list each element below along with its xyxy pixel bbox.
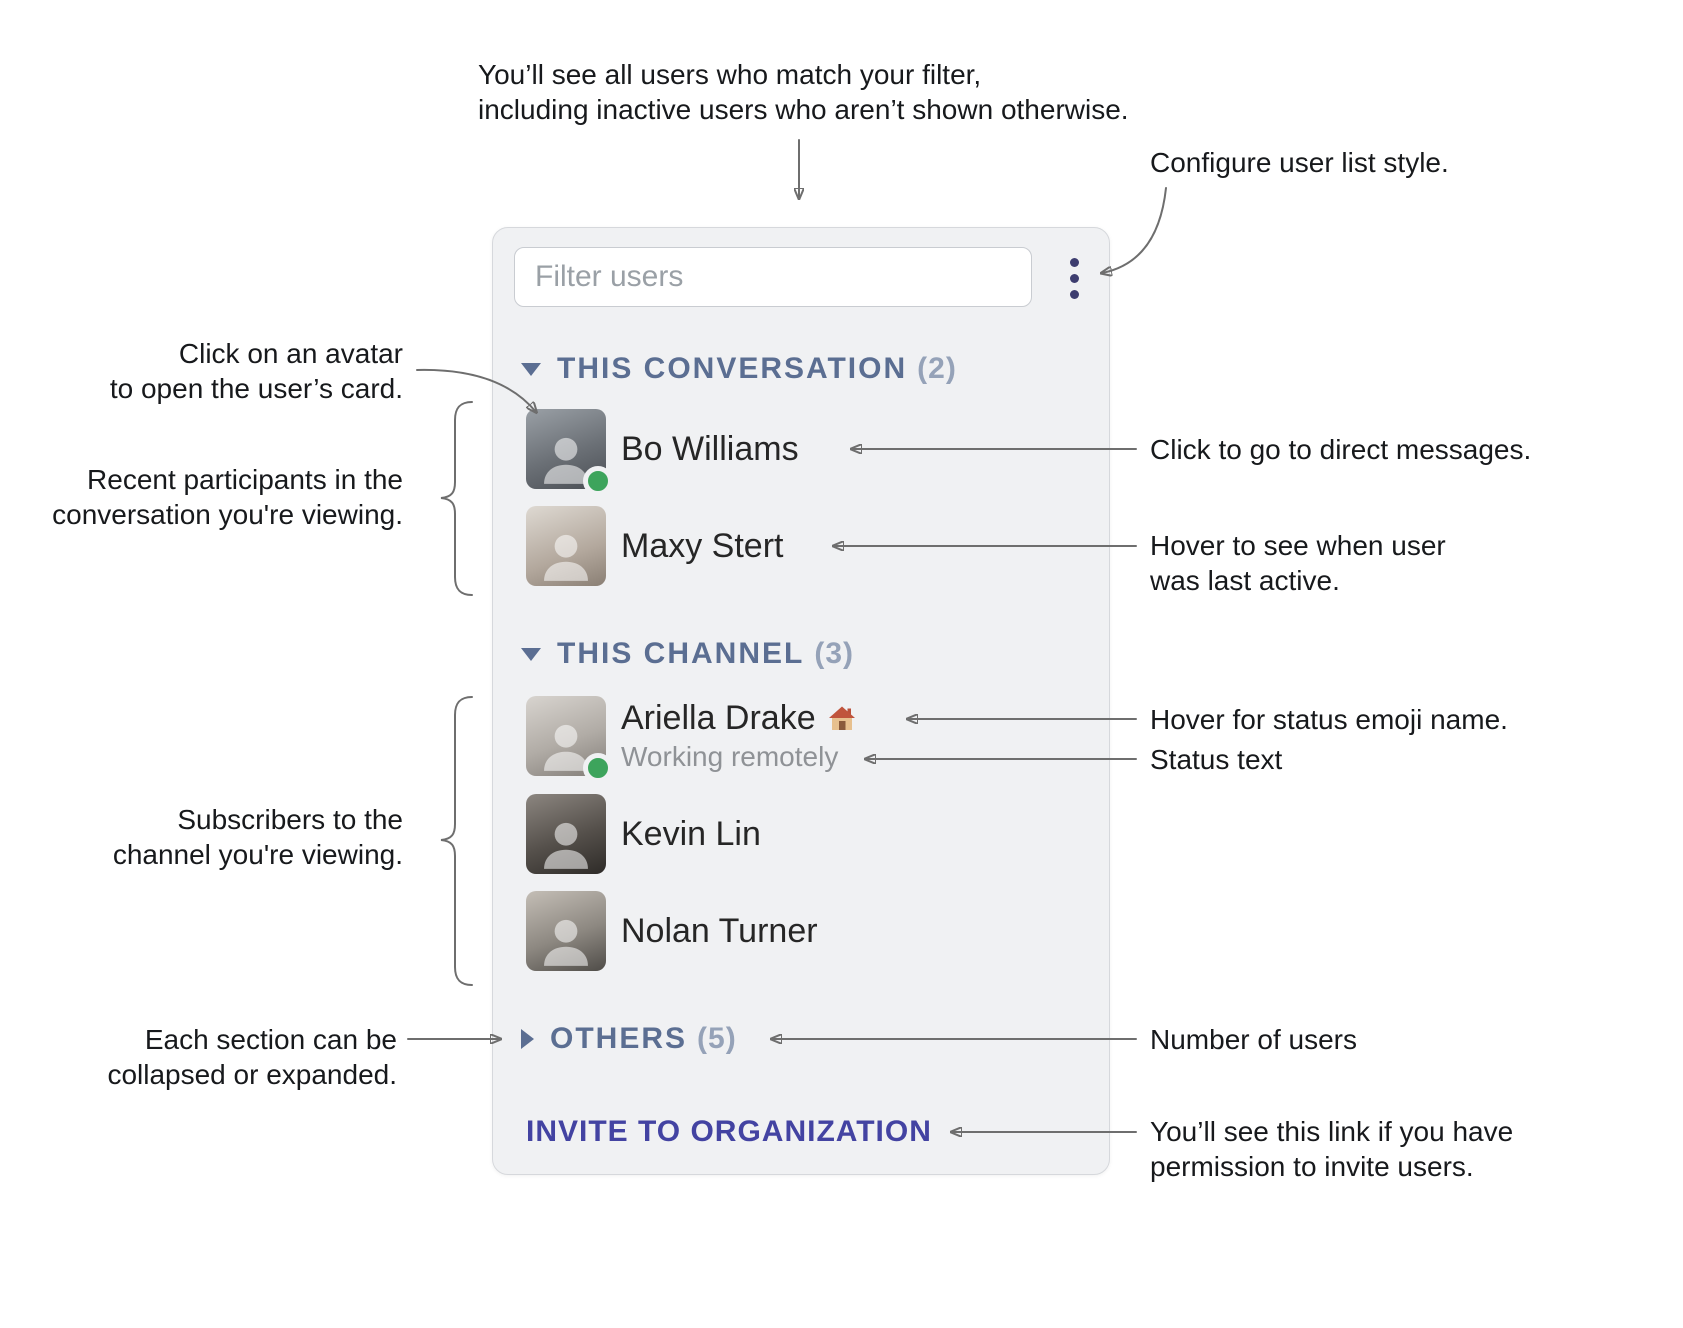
section-this-channel[interactable]: THIS CHANNEL (3) (521, 632, 854, 676)
avatar[interactable] (526, 794, 606, 874)
section-count: (3) (814, 637, 855, 670)
note-invite-permission: You’ll see this link if you have permiss… (1150, 1116, 1514, 1182)
user-name: Kevin Lin (621, 814, 761, 853)
invite-to-organization-link[interactable]: INVITE TO ORGANIZATION (526, 1115, 932, 1148)
note-avatar-card: Click on an avatar to open the user’s ca… (109, 338, 403, 404)
note-user-count: Number of users (1150, 1024, 1357, 1055)
person-silhouette-icon (544, 724, 588, 771)
user-name: Nolan Turner (621, 911, 818, 950)
person-silhouette-icon (544, 822, 588, 869)
user-status-text: Working remotely (621, 741, 839, 772)
note-subscribers: Subscribers to the channel you're viewin… (112, 804, 403, 870)
section-count: (5) (697, 1022, 737, 1055)
collapse-triangle-down-icon (521, 362, 541, 376)
brace-participants (440, 401, 473, 596)
section-count: (2) (917, 352, 957, 385)
online-presence-dot (583, 466, 613, 496)
avatar[interactable] (526, 409, 613, 496)
connector-configure-note (1102, 187, 1167, 273)
house-status-emoji-icon[interactable] (826, 703, 858, 735)
user-row-kevin-lin[interactable]: Kevin Lin (526, 794, 761, 874)
collapse-triangle-right-icon (521, 1029, 534, 1049)
avatar[interactable] (526, 506, 606, 586)
note-configure-style: Configure user list style. (1150, 147, 1449, 178)
user-row-bo-williams[interactable]: Bo Williams (526, 409, 799, 496)
person-silhouette-icon (544, 919, 588, 966)
avatar[interactable] (526, 891, 606, 971)
user-list-style-menu-icon[interactable] (1064, 254, 1084, 302)
avatar[interactable] (526, 696, 613, 783)
brace-subscribers (440, 696, 473, 986)
user-list-panel: THIS CONVERSATION (2) Bo Williams Maxy S… (492, 227, 1110, 1175)
section-label: OTHERS (550, 1022, 688, 1055)
note-recent-participants: Recent participants in the conversation … (52, 464, 403, 530)
user-name: Ariella Drake (621, 699, 816, 737)
section-label: THIS CHANNEL (557, 637, 805, 670)
note-status-text: Status text (1150, 744, 1283, 775)
note-filter-results: You’ll see all users who match your filt… (478, 59, 1129, 125)
user-row-maxy-stert[interactable]: Maxy Stert (526, 506, 783, 586)
user-row-nolan-turner[interactable]: Nolan Turner (526, 891, 818, 971)
user-row-ariella-drake[interactable]: Ariella Drake Working remotely (526, 696, 858, 783)
user-name: Bo Williams (621, 429, 799, 468)
section-this-conversation[interactable]: THIS CONVERSATION (2) (521, 347, 957, 391)
note-direct-messages: Click to go to direct messages. (1150, 434, 1532, 465)
collapse-triangle-down-icon (521, 647, 541, 661)
user-name: Maxy Stert (621, 526, 784, 565)
note-collapse-sections: Each section can be collapsed or expande… (107, 1024, 397, 1090)
note-last-active: Hover to see when user was last active. (1150, 530, 1446, 596)
section-others[interactable]: OTHERS (5) (521, 1017, 737, 1061)
filter-users-input[interactable] (514, 247, 1032, 307)
person-silhouette-icon (544, 534, 588, 581)
online-presence-dot (583, 753, 613, 783)
section-label: THIS CONVERSATION (557, 352, 908, 385)
note-status-emoji: Hover for status emoji name. (1150, 704, 1508, 735)
person-silhouette-icon (544, 437, 588, 484)
